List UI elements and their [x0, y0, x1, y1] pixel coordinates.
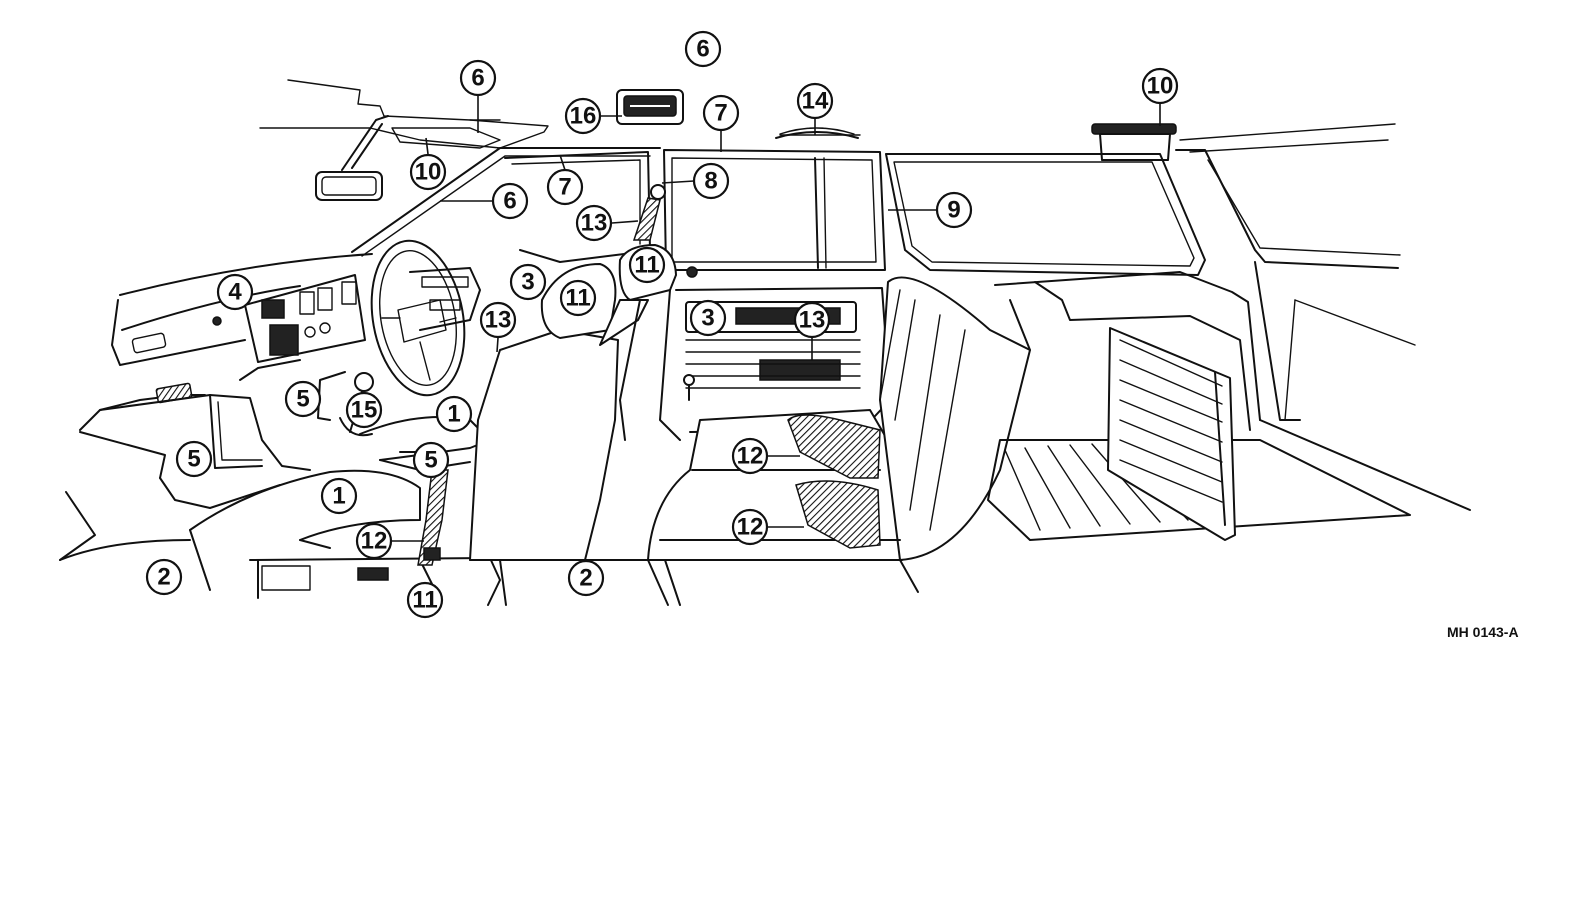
callout-6-top: 6	[684, 30, 722, 68]
callout-11-pillar: 11	[628, 246, 666, 284]
rear-door-window	[663, 149, 886, 271]
svg-text:6: 6	[471, 65, 484, 92]
svg-text:1: 1	[447, 401, 460, 428]
callout-5-side: 5	[175, 440, 213, 478]
svg-text:8: 8	[704, 168, 717, 195]
callout-7-a: 7	[702, 94, 740, 132]
svg-text:9: 9	[947, 197, 960, 224]
svg-text:10: 10	[1147, 73, 1174, 100]
svg-text:14: 14	[802, 88, 829, 115]
callout-7-b: 7	[546, 168, 584, 206]
windshield-pillar	[351, 147, 661, 257]
rear-seat-belts	[787, 414, 881, 549]
figure-code: MH 0143-A	[1447, 624, 1519, 640]
callout-12-rear-bottom: 12	[731, 508, 769, 546]
front-left-seat-cushion	[189, 469, 421, 591]
callout-2-rear: 2	[567, 559, 605, 597]
svg-text:13: 13	[485, 307, 512, 334]
callout-14: 14	[796, 82, 834, 120]
svg-text:12: 12	[737, 514, 764, 541]
folding-seatback	[1107, 327, 1236, 541]
svg-text:5: 5	[296, 386, 309, 413]
svg-text:16: 16	[570, 103, 597, 130]
callout-8: 8	[692, 162, 730, 200]
steering-wheel	[370, 239, 466, 397]
callout-10-front: 10	[409, 153, 447, 191]
callout-3-front: 3	[509, 263, 547, 301]
callout-4: 4	[216, 273, 254, 311]
svg-text:5: 5	[187, 446, 200, 473]
svg-text:12: 12	[737, 443, 764, 470]
svg-text:3: 3	[521, 269, 534, 296]
callout-13-rear: 13	[793, 301, 831, 339]
svg-text:11: 11	[634, 252, 659, 279]
sun-visor	[391, 127, 501, 149]
callout-1-console: 1	[435, 395, 473, 433]
dome-light	[616, 89, 684, 125]
callout-5-belt: 5	[412, 441, 450, 479]
svg-text:10: 10	[415, 159, 442, 186]
svg-text:7: 7	[558, 174, 571, 201]
callout-13-front: 13	[479, 301, 517, 339]
svg-text:2: 2	[579, 565, 592, 592]
rear-view-mirror	[315, 115, 389, 201]
svg-text:5: 5	[424, 447, 437, 474]
assist-grip	[775, 127, 859, 139]
rear-side-windows	[1175, 149, 1471, 511]
quarter-window	[885, 153, 1206, 276]
callout-11-headrest: 11	[559, 279, 597, 317]
front-right-seat	[469, 263, 681, 606]
callout-5-kick: 5	[284, 380, 322, 418]
svg-text:7: 7	[714, 100, 727, 127]
callout-1-seat: 1	[320, 477, 358, 515]
callout-12-front: 12	[355, 522, 393, 560]
svg-text:3: 3	[701, 305, 714, 332]
callout-2-front: 2	[145, 558, 183, 596]
svg-text:11: 11	[565, 285, 590, 312]
svg-text:15: 15	[351, 397, 378, 424]
svg-text:4: 4	[228, 279, 242, 306]
callout-3-rear: 3	[689, 299, 727, 337]
roof-headliner	[259, 79, 1396, 153]
callout-15: 15	[345, 391, 383, 429]
svg-text:13: 13	[799, 307, 826, 334]
callout-16: 16	[564, 97, 602, 135]
svg-text:1: 1	[332, 483, 345, 510]
callout-12-rear-top: 12	[731, 437, 769, 475]
front-seat-belt	[417, 469, 449, 566]
svg-text:6: 6	[696, 36, 709, 63]
svg-text:13: 13	[581, 210, 608, 237]
front-floor-area	[59, 394, 311, 561]
svg-text:11: 11	[412, 587, 437, 614]
rear-door-trim	[675, 266, 891, 433]
svg-text:12: 12	[361, 528, 388, 555]
svg-text:6: 6	[503, 188, 516, 215]
callout-6-pillar: 6	[491, 182, 529, 220]
callout-13-pillar: 13	[575, 204, 613, 242]
svg-text:2: 2	[157, 564, 170, 591]
callout-11-lower: 11	[406, 581, 444, 619]
callout-10-rear: 10	[1141, 67, 1179, 105]
callout-6-visor: 6	[459, 59, 497, 97]
callout-9: 9	[935, 191, 973, 229]
leader-lines	[392, 96, 1161, 542]
front-left-door-trim	[59, 539, 501, 606]
